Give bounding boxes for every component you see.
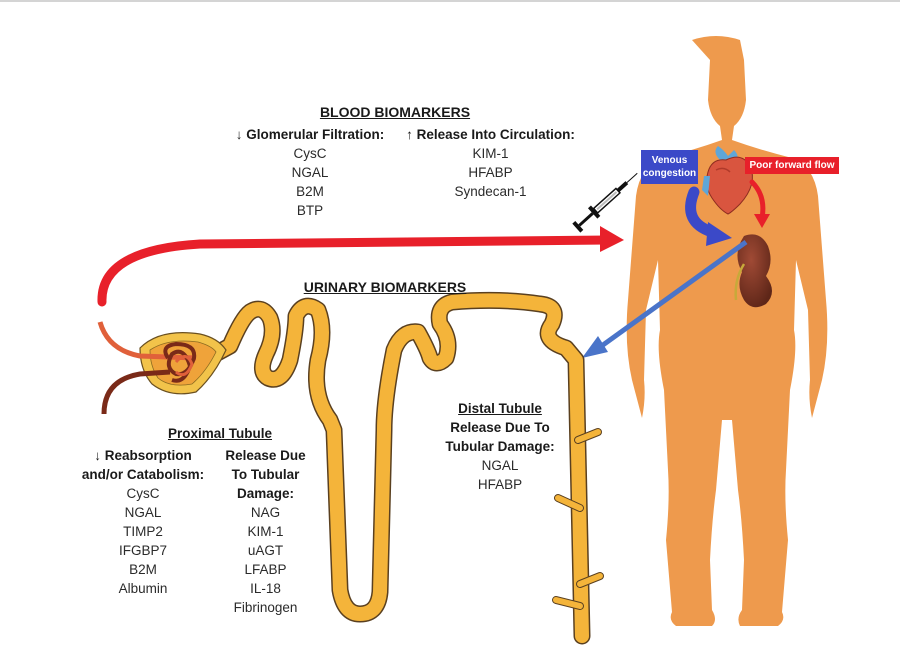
- proximal-damage-section: Release Due To Tubular Damage: NAG KIM-1…: [218, 446, 313, 617]
- urinary-biomarkers-title: URINARY BIOMARKERS: [303, 279, 467, 295]
- top-border: [0, 0, 900, 2]
- biomarker-item: TIMP2: [123, 524, 163, 539]
- reabsorption-section: ↓ Reabsorption and/or Catabolism: CysC N…: [68, 446, 218, 598]
- biomarker-item: B2M: [296, 184, 324, 199]
- glomerular-filtration-heading: ↓ Glomerular Filtration:: [235, 127, 385, 142]
- proximal-tubule-title: Proximal Tubule: [167, 426, 273, 441]
- biomarker-item: NAG: [250, 505, 281, 520]
- poor-forward-flow-label: Poor forward flow: [749, 160, 835, 171]
- biomarker-item: B2M: [129, 562, 157, 577]
- biomarker-item: Syndecan-1: [454, 184, 527, 199]
- proximal-damage-heading-line1: Release Due: [225, 448, 306, 463]
- kidney-icon: [734, 234, 772, 308]
- distal-tubule-section: Distal Tubule Release Due To Tubular Dam…: [425, 399, 575, 494]
- reabsorption-heading-line2: and/or Catabolism:: [81, 467, 205, 482]
- biomarker-item: Fibrinogen: [233, 600, 298, 615]
- biomarker-item: IL-18: [250, 581, 281, 596]
- reabsorption-heading-line1: ↓ Reabsorption: [94, 448, 192, 463]
- human-body-silhouette: [626, 36, 828, 626]
- circulation-arrow: [97, 226, 624, 307]
- biomarker-item: NGAL: [291, 165, 329, 180]
- release-into-circulation-section: ↑ Release Into Circulation: KIM-1 HFABP …: [398, 125, 583, 201]
- biomarker-item: KIM-1: [247, 524, 284, 539]
- glomerular-filtration-section: ↓ Glomerular Filtration: CysC NGAL B2M B…: [225, 125, 395, 220]
- biomarker-item: CysC: [126, 486, 160, 501]
- venous-label-line1: Venous: [651, 155, 688, 166]
- biomarker-item: BTP: [296, 203, 324, 218]
- biomarker-item: uAGT: [247, 543, 284, 558]
- release-into-circulation-heading: ↑ Release Into Circulation:: [406, 127, 575, 142]
- biomarker-item: NGAL: [481, 458, 519, 473]
- biomarker-item: HFABP: [477, 477, 523, 492]
- biomarker-item: Albumin: [118, 581, 168, 596]
- heart-icon: [702, 146, 753, 215]
- proximal-damage-heading-line2: To Tubular: [231, 467, 300, 482]
- syringe-icon: [572, 172, 638, 233]
- venous-congestion-box: [641, 150, 698, 184]
- biomarker-item: IFGBP7: [118, 543, 167, 558]
- distal-tubule-title: Distal Tubule: [458, 401, 542, 416]
- distal-heading-line2: Tubular Damage:: [445, 439, 555, 454]
- biomarker-item: CysC: [293, 146, 327, 161]
- biomarker-item: LFABP: [244, 562, 287, 577]
- forward-flow-arrow: [749, 179, 770, 228]
- biomarker-item: HFABP: [468, 165, 513, 180]
- poor-forward-flow-box: [745, 157, 839, 174]
- biomarker-item: KIM-1: [472, 146, 509, 161]
- nephron-tubule: [199, 291, 604, 645]
- venous-arrow: [685, 186, 732, 246]
- distal-heading-line1: Release Due To: [450, 420, 550, 435]
- kidney-to-tubule-arrow: [582, 239, 748, 358]
- proximal-damage-heading-line3: Damage:: [236, 486, 295, 501]
- glomerulus-icon: [97, 321, 227, 415]
- venous-label-line2: congestion: [642, 168, 697, 179]
- biomarker-item: NGAL: [124, 505, 162, 520]
- venous-congestion-label: Venous congestion: [641, 154, 698, 180]
- blood-biomarkers-title: BLOOD BIOMARKERS: [319, 104, 471, 120]
